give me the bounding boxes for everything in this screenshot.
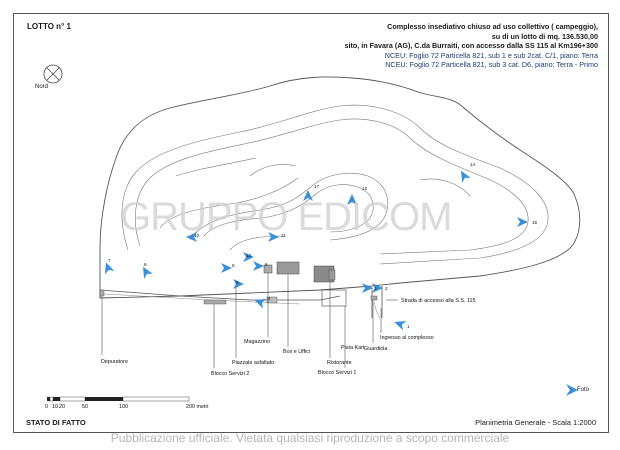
photo-marker-icon	[461, 170, 471, 183]
sheet-frame	[13, 13, 609, 433]
photo-marker-label: 2	[385, 286, 388, 291]
guardiola	[370, 295, 378, 301]
scale-tick: 100	[119, 404, 128, 410]
pista-kart	[321, 289, 347, 307]
photo-marker-icon	[105, 262, 115, 275]
scale-tick: 50	[82, 404, 88, 410]
label-blocco-servizi-2: Blocco Servizi 2	[211, 371, 249, 377]
north-label: Nord	[35, 84, 49, 90]
internal-roads	[121, 104, 549, 265]
label-strada-accesso: Strada di accesso alla S.S. 115	[401, 298, 476, 304]
label-magazzino: Magazzino	[244, 339, 270, 345]
publication-notice: Pubblicazione ufficiale. Vietata qualsia…	[110, 431, 510, 445]
photo-marker-icon	[268, 232, 279, 242]
depuratore	[99, 289, 105, 297]
foto-legend-icon	[566, 384, 578, 396]
lotto-title: LOTTO n° 1	[27, 22, 71, 31]
plan-scale-label: Planimetria Generale - Scala 1:2000	[475, 418, 596, 427]
photo-marker-label: 9	[236, 280, 239, 285]
scale-tick: 10	[52, 404, 58, 410]
photo-marker-icon	[253, 261, 264, 271]
photo-marker-label: 1	[407, 324, 410, 329]
photo-marker-label: 6	[144, 262, 147, 267]
photo-marker-label: 5	[265, 262, 268, 267]
header-line: su di un lotto di mq. 136.530,00	[491, 31, 598, 41]
photo-marker-label: 14	[470, 162, 476, 167]
building-box-uffici	[276, 261, 300, 275]
photo-marker-icon	[372, 283, 383, 293]
label-guardiola: Guardiola	[364, 346, 387, 352]
photo-marker-icon	[517, 217, 528, 227]
label-ristorante: Ristorante	[327, 360, 352, 366]
scale-tick: 0	[45, 404, 48, 410]
leader-lines	[101, 273, 398, 368]
photo-marker-icon	[186, 232, 197, 242]
scale-tick: 200 metri	[186, 404, 208, 410]
scale-tick: 20	[59, 404, 65, 410]
label-piazzale: Piazzale asfaltato	[232, 360, 274, 366]
label-pista-kart: Pista Kart	[341, 345, 365, 351]
photo-marker-icon	[394, 321, 407, 331]
photo-marker-icon	[143, 266, 153, 279]
photo-marker-icon	[243, 252, 254, 262]
photo-marker-label: 7	[108, 258, 111, 263]
photo-marker-icon	[347, 194, 357, 205]
site-boundary	[99, 76, 581, 299]
label-box-uffici: Box e Uffici	[283, 349, 310, 355]
foto-legend-label: Foto	[577, 387, 590, 393]
buildings	[99, 261, 378, 307]
header-line: NCEU: Foglio 72 Particella 821, sub 3 ca…	[385, 60, 598, 70]
watermark: GRUPPO EDICOM	[120, 195, 452, 239]
header-line: sito, in Favara (AG), C.da Burraiti, con…	[344, 41, 598, 51]
photo-marker-icon	[303, 190, 313, 201]
blocco-servizi-2	[203, 299, 227, 305]
north-arrow-icon	[43, 64, 63, 84]
photo-marker-label: 10	[194, 233, 200, 238]
label-depuratore: Depuratore	[101, 359, 128, 365]
photo-marker-label: 4	[268, 296, 271, 301]
header-description: Complesso insediativo chiuso ad uso coll…	[345, 22, 598, 70]
stato-di-fatto-label: STATO DI FATTO	[26, 418, 86, 427]
label-blocco-servizi-1: Blocco Servizi 1	[318, 370, 356, 376]
photo-marker-icon	[254, 299, 267, 309]
photo-marker-label: 13	[362, 186, 368, 191]
photo-marker-icon	[221, 263, 232, 273]
photo-marker-icon	[233, 279, 244, 289]
photo-marker-label: 8	[232, 263, 235, 268]
header-line: NCEU: Foglio 72 Particella 821, sub 1 e …	[384, 50, 598, 60]
photo-marker-label: 17	[314, 184, 320, 189]
feature-labels: Depuratore Magazzino Piazzale asfaltato …	[101, 298, 476, 377]
photo-marker-label: 3	[374, 286, 377, 291]
south-boundary	[99, 289, 341, 301]
photo-marker-label: 12	[246, 253, 252, 258]
scale-bar: 0 10 20 50 100 200 metri	[45, 396, 208, 410]
photo-marker-label: 11	[281, 233, 286, 238]
photo-marker-label: 15	[532, 220, 538, 225]
label-ingresso: Ingresso al complesso	[380, 335, 434, 341]
header-line: Complesso insediativo chiuso ad uso coll…	[387, 22, 598, 31]
photo-marker-icon	[362, 283, 373, 293]
